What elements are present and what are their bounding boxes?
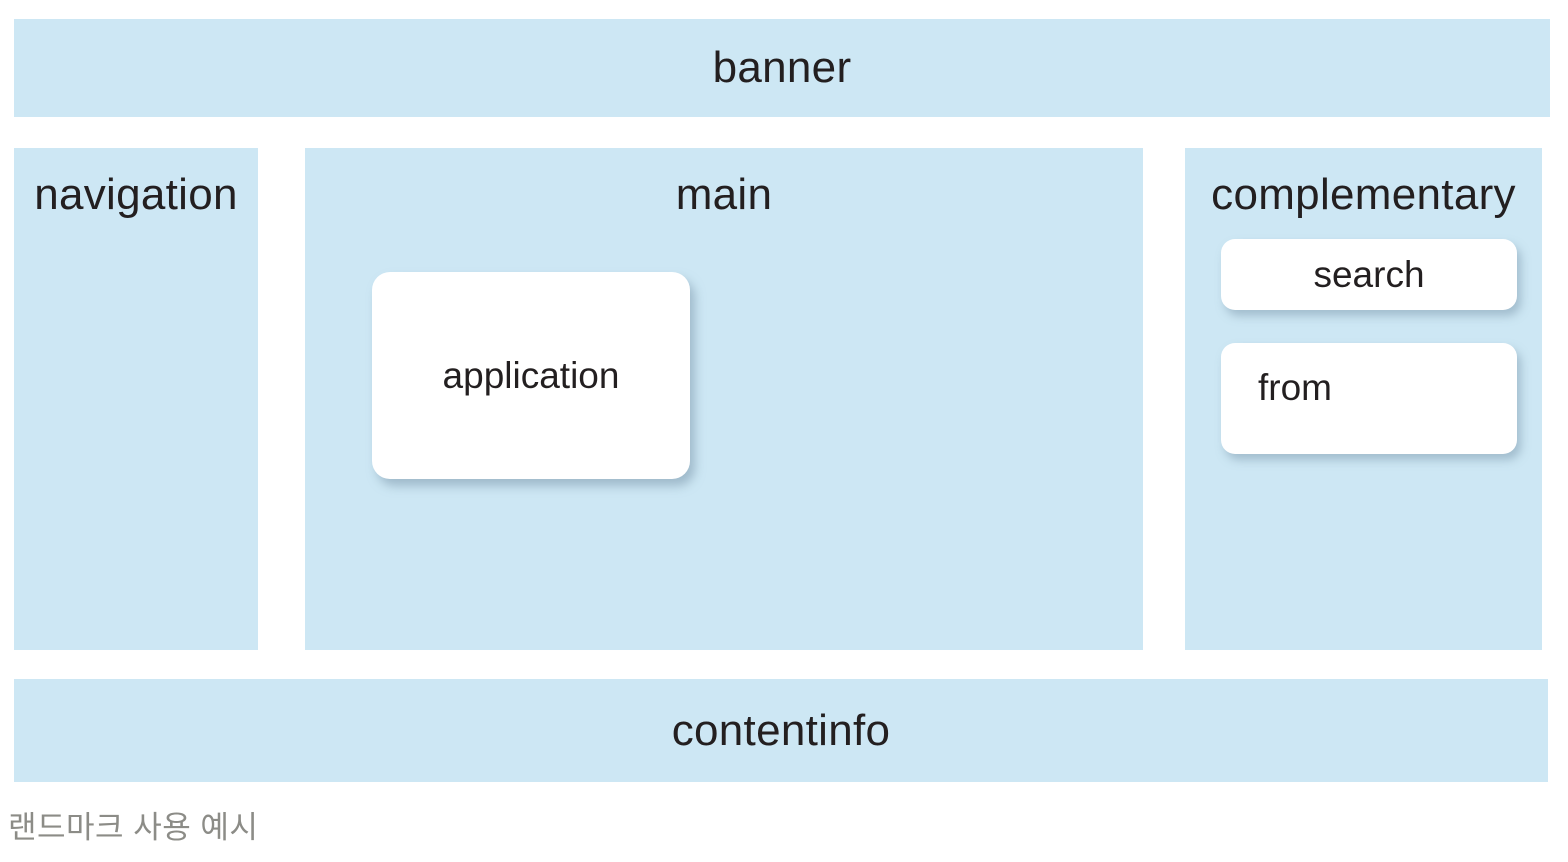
main-label: main xyxy=(675,170,773,219)
diagram-caption: 랜드마크 사용 예시 xyxy=(8,810,259,845)
main-region: main application xyxy=(305,148,1143,650)
application-box: application xyxy=(372,272,690,479)
search-box: search xyxy=(1221,239,1517,310)
navigation-label: navigation xyxy=(34,170,238,219)
banner-region: banner xyxy=(14,19,1550,117)
search-label: search xyxy=(1313,253,1425,295)
complementary-region: complementary search from xyxy=(1185,148,1542,650)
from-label: from xyxy=(1258,367,1332,408)
contentinfo-label: contentinfo xyxy=(671,705,891,755)
contentinfo-region: contentinfo xyxy=(14,679,1548,782)
navigation-region: navigation xyxy=(14,148,258,650)
banner-label: banner xyxy=(712,43,852,92)
from-box: from xyxy=(1221,343,1517,454)
application-label: application xyxy=(442,354,620,396)
complementary-label: complementary xyxy=(1211,170,1516,219)
